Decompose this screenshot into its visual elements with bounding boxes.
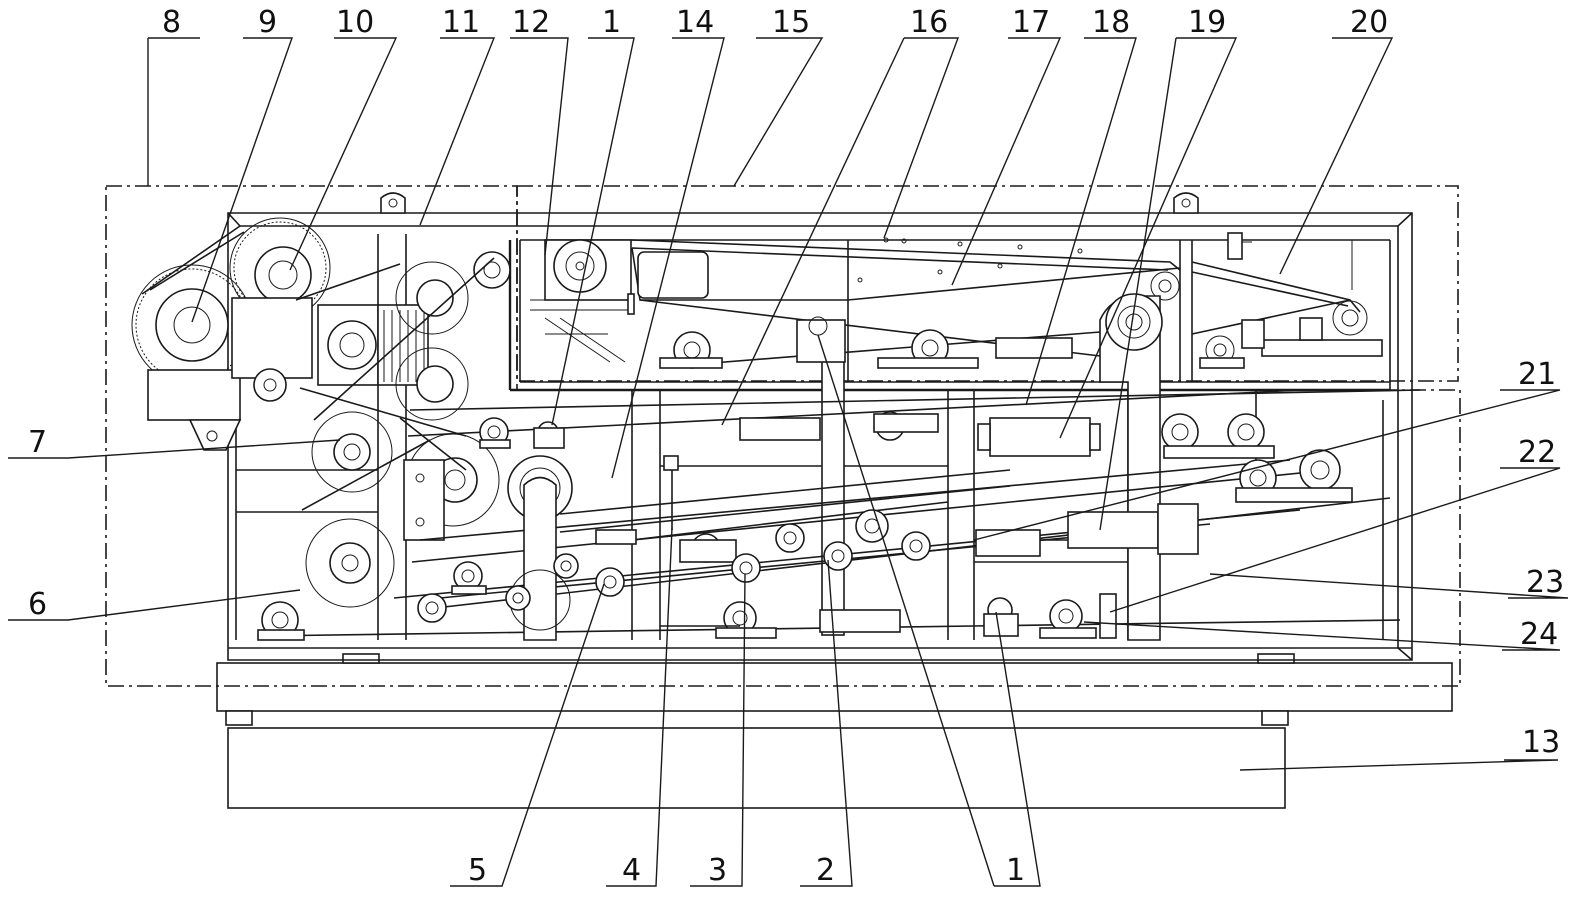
drive-unit <box>131 217 429 451</box>
callout-labels: 8 9 10 11 12 1 14 15 16 17 18 19 20 21 7… <box>28 5 1564 888</box>
center-column <box>796 316 846 636</box>
callout-22: 22 <box>1518 435 1556 470</box>
callout-9: 9 <box>258 5 277 40</box>
callout-16: 16 <box>910 5 948 40</box>
tension-cylinders <box>595 337 1199 633</box>
press-rollers <box>305 251 511 608</box>
foundation-base <box>216 653 1453 809</box>
callout-23: 23 <box>1526 565 1564 600</box>
feed-distributor <box>1099 293 1163 641</box>
callout-3: 3 <box>708 853 727 888</box>
callout-10: 10 <box>336 5 374 40</box>
callout-8: 8 <box>162 5 181 40</box>
callout-21: 21 <box>1518 357 1556 392</box>
callout-11: 11 <box>442 5 480 40</box>
wedge-zone <box>507 455 573 641</box>
callout-5: 5 <box>468 853 487 888</box>
main-frame <box>227 192 1413 661</box>
callout-6: 6 <box>28 587 47 622</box>
callout-20: 20 <box>1350 5 1388 40</box>
callout-1-bottom: 1 <box>1006 853 1025 888</box>
leader-lines <box>8 37 1569 887</box>
callout-1-top: 1 <box>602 5 621 40</box>
callout-13: 13 <box>1522 725 1560 760</box>
callout-7: 7 <box>28 425 47 460</box>
callout-18: 18 <box>1092 5 1130 40</box>
module-boundaries <box>105 185 1461 687</box>
callout-24: 24 <box>1520 617 1558 652</box>
callout-14: 14 <box>676 5 714 40</box>
callout-2: 2 <box>816 853 835 888</box>
callout-15: 15 <box>772 5 810 40</box>
callout-19: 19 <box>1188 5 1226 40</box>
gravity-dewatering-section <box>530 232 1383 369</box>
callout-17: 17 <box>1012 5 1050 40</box>
callout-12: 12 <box>512 5 550 40</box>
callout-4: 4 <box>622 853 641 888</box>
